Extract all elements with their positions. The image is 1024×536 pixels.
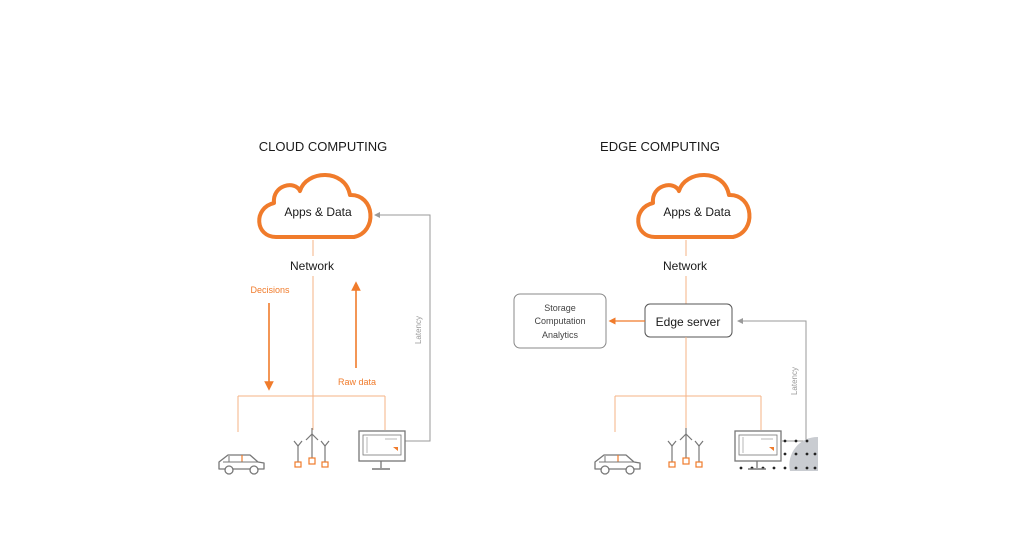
cloud-icon xyxy=(257,173,373,239)
edge-server-label: Edge server xyxy=(656,315,721,329)
storage-line-2: Computation xyxy=(534,316,585,326)
edge-latency-label: Latency xyxy=(790,367,799,395)
edge-network-label: Network xyxy=(663,259,708,273)
raw-data-label: Raw data xyxy=(338,377,376,387)
cloud-latency-path xyxy=(374,212,431,442)
edge-computing-panel: EDGE COMPUTING Apps & Data Network Edge … xyxy=(513,139,818,475)
edge-monitor-icon xyxy=(734,430,782,470)
edge-wind-turbine-icon xyxy=(667,428,704,468)
storage-line-3: Analytics xyxy=(542,330,579,340)
edge-cloud-icon xyxy=(636,173,752,239)
decisions-label: Decisions xyxy=(250,285,290,295)
edge-node-quarter-icon xyxy=(789,436,818,471)
wind-turbine-icon xyxy=(293,428,330,468)
cloud-panel-title: CLOUD COMPUTING xyxy=(259,139,388,154)
monitor-icon xyxy=(358,430,406,470)
storage-box xyxy=(513,293,607,349)
car-icon xyxy=(218,454,265,475)
storage-line-1: Storage xyxy=(544,303,576,313)
edge-panel-title: EDGE COMPUTING xyxy=(600,139,720,154)
cloud-computing-panel: CLOUD COMPUTING Apps & Data Network Deci… xyxy=(218,139,431,475)
cloud-network-label: Network xyxy=(290,259,335,273)
cloud-apps-data-label: Apps & Data xyxy=(284,205,352,219)
edge-cloud-apps-data-label: Apps & Data xyxy=(663,205,731,219)
edge-car-icon xyxy=(594,454,641,475)
edge-latency-path xyxy=(737,318,807,442)
cloud-latency-label: Latency xyxy=(414,316,423,344)
